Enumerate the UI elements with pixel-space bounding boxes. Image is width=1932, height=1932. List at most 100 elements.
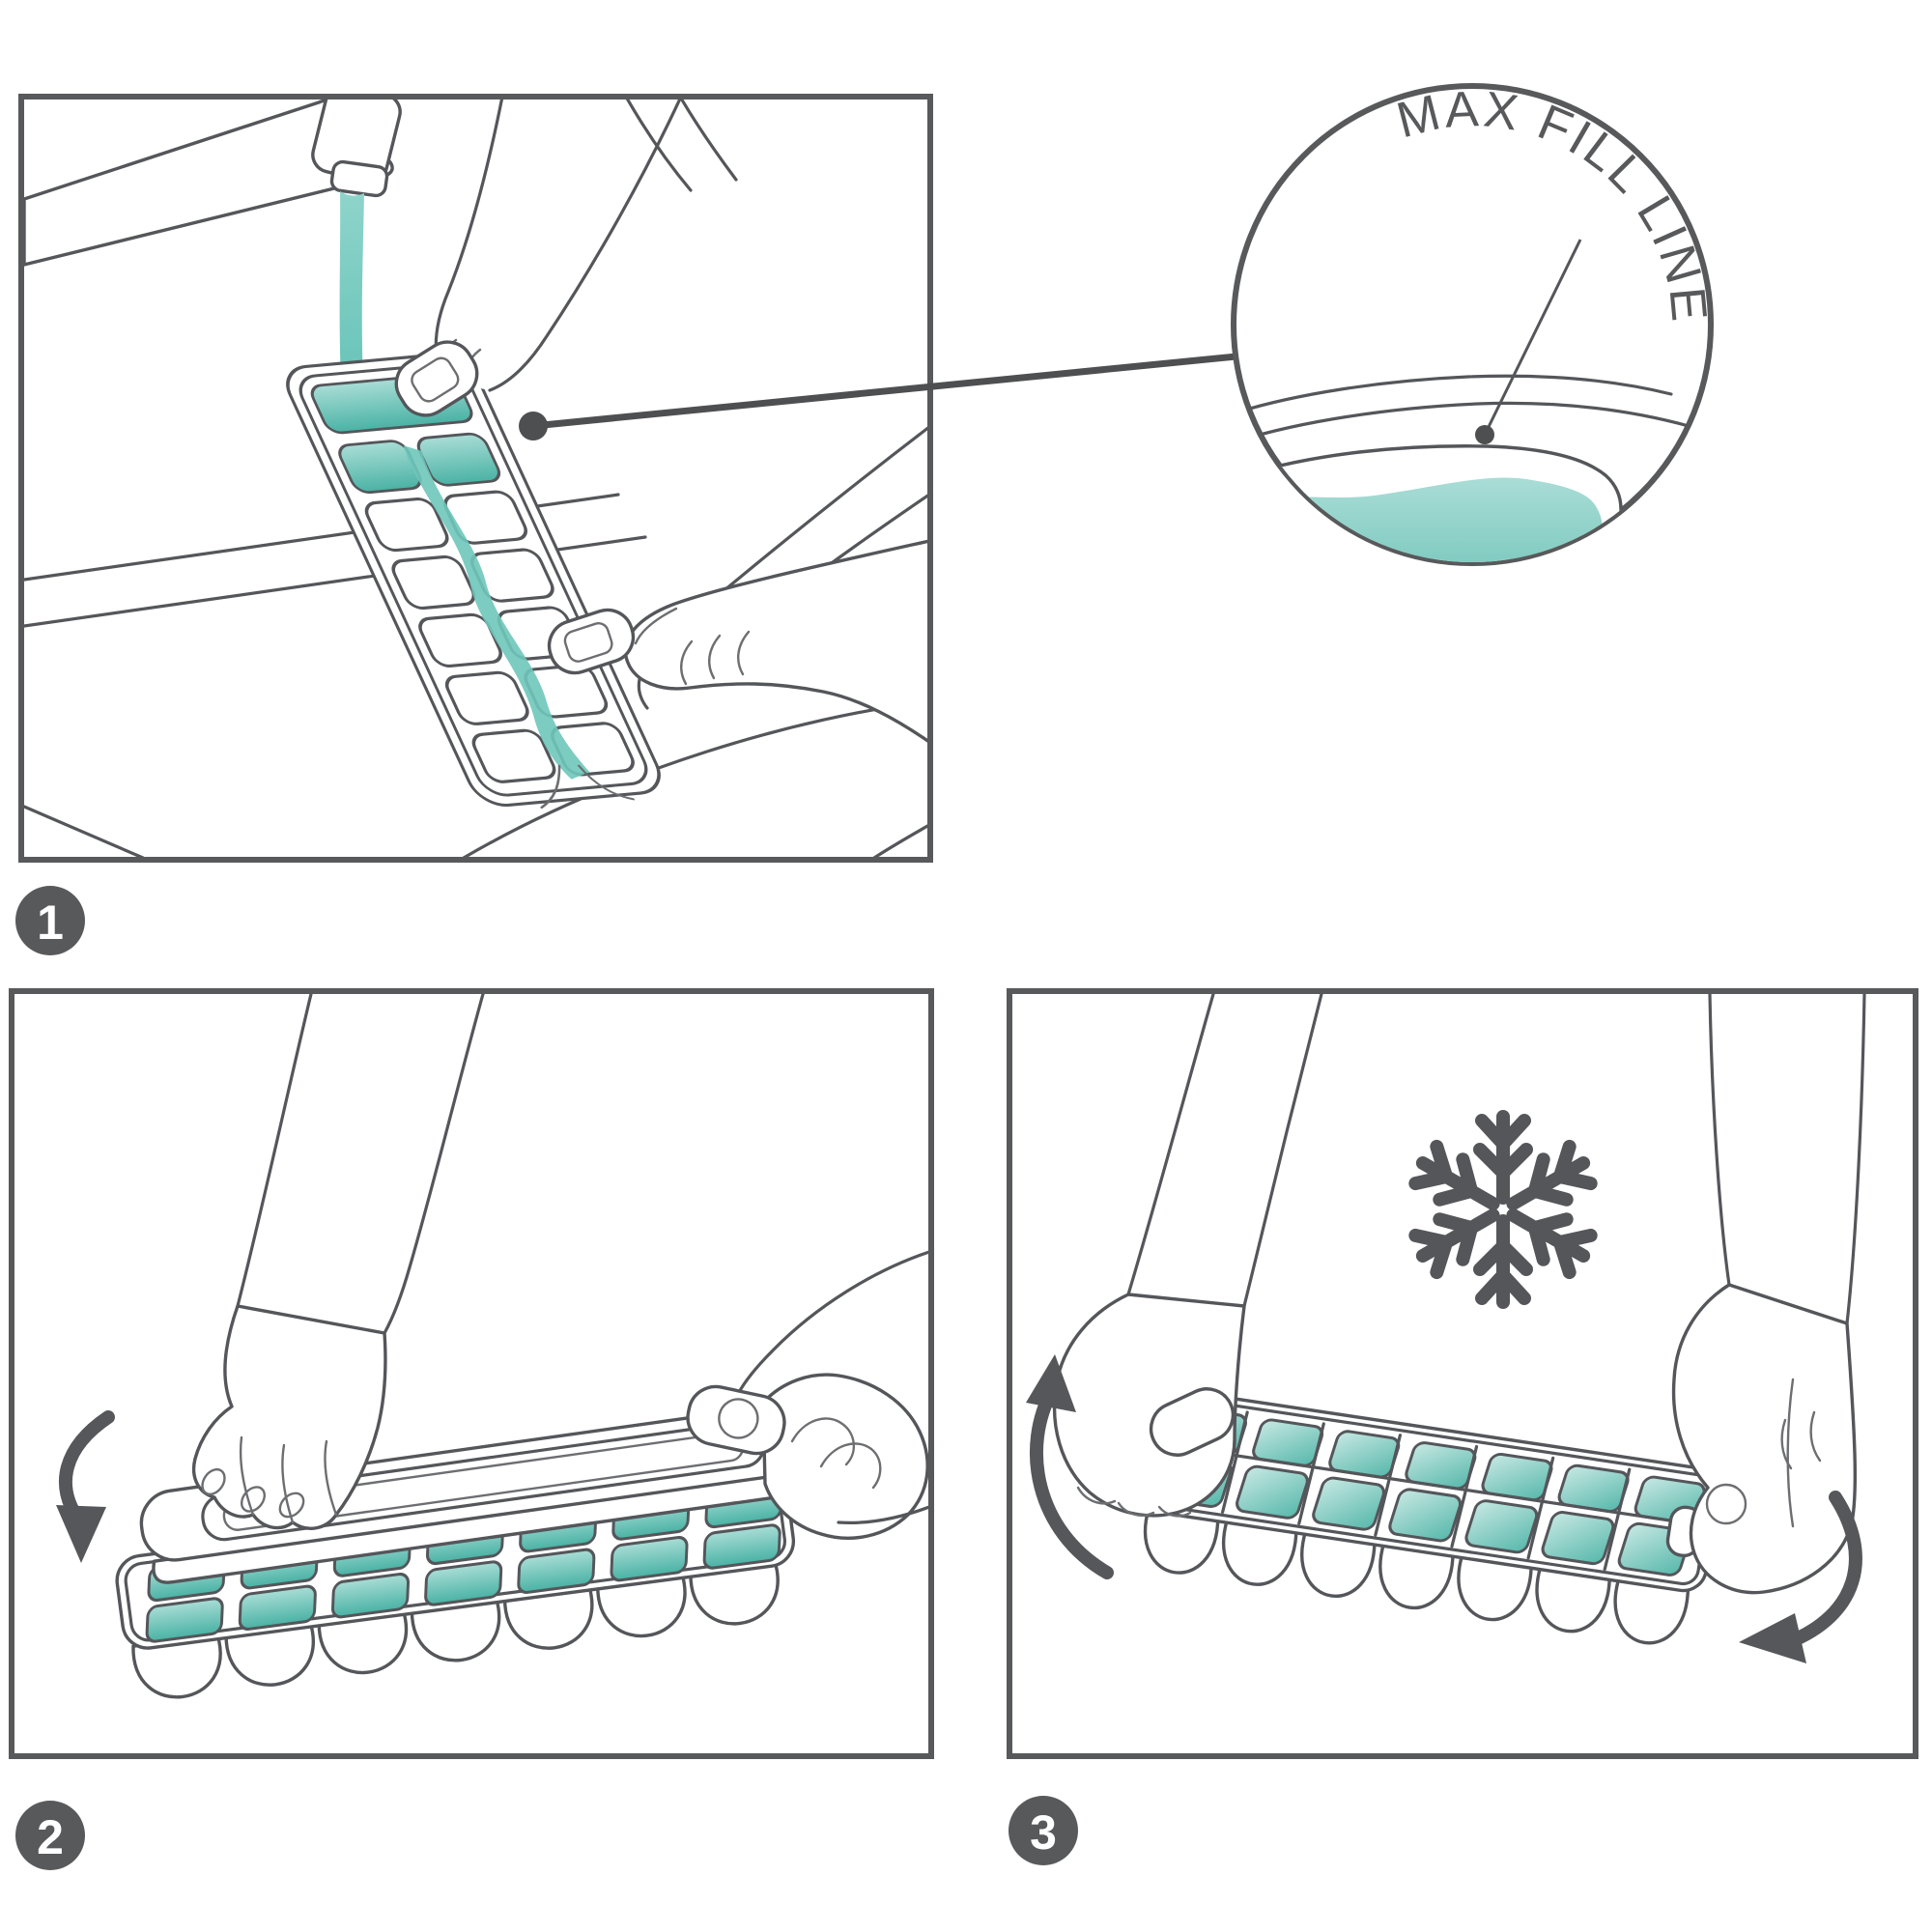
scallop: [1143, 1505, 1220, 1575]
finger-line: [281, 1443, 295, 1524]
curved-arrow-down-head: [1739, 1613, 1806, 1663]
ice-cube-tray: [286, 353, 661, 810]
twist-down-arrow: [1739, 1491, 1862, 1663]
tray-cell-empty: [471, 728, 556, 783]
panel-2-frame: [9, 988, 934, 1759]
finger-nail: [240, 1486, 267, 1513]
thumb-nail: [1705, 1483, 1747, 1525]
thumb-outline: [394, 340, 479, 417]
step-3-number: 3: [1030, 1805, 1057, 1860]
divider-wall: [1546, 591, 1673, 680]
hand-fill: [623, 539, 927, 743]
compartment-wall: [1235, 444, 1623, 562]
finger-crease: [1780, 1418, 1793, 1470]
finger-crease: [680, 639, 694, 686]
scallop: [1378, 1540, 1455, 1610]
forearm-outline: [236, 994, 313, 1308]
thumb: [394, 340, 479, 417]
thumb-nail: [718, 1398, 759, 1439]
finger-crease: [1809, 1410, 1822, 1463]
divider-wall: [1586, 618, 1710, 703]
step-1-number: 1: [37, 895, 64, 950]
scallop: [1300, 1528, 1377, 1599]
ice-cube: [1388, 1488, 1463, 1543]
scallop: [502, 1584, 594, 1650]
scallop: [131, 1633, 222, 1699]
faucet-icon: [24, 99, 402, 267]
water-in-second-compartment: [1565, 634, 1739, 755]
tray-rim: [298, 362, 648, 797]
fill-line-pointer: [1483, 239, 1582, 436]
finger-crease: [708, 634, 722, 680]
thumb: [686, 1384, 786, 1456]
tray-cell-empty: [391, 554, 476, 611]
panel-3-freeze: [1007, 988, 1918, 1759]
tray-rim-edge: [1235, 401, 1690, 444]
water-in-compartment: [1245, 477, 1603, 562]
ice-cube-tray: [1140, 1388, 1719, 1645]
finger-line: [324, 1439, 338, 1517]
scallop: [1221, 1517, 1298, 1586]
tray-grid-lines: [1158, 1410, 1703, 1572]
cell-water: [517, 1548, 596, 1595]
callout-leader-line: [529, 352, 1250, 430]
cell-water: [330, 1573, 411, 1619]
thumb: [1149, 1387, 1236, 1457]
callout-dot: [519, 412, 548, 440]
tray-cell-empty: [364, 497, 449, 553]
panel-3-frame: [1007, 988, 1918, 1759]
sink-basin-rim: [872, 824, 927, 857]
hand-right-gripping: [1671, 994, 1866, 1595]
forearm-fill: [1710, 994, 1864, 1323]
ice-cube: [1236, 1464, 1309, 1520]
scallop: [1457, 1551, 1533, 1622]
scallop: [224, 1621, 315, 1687]
forearm-outline: [488, 99, 682, 392]
thumb-nail: [563, 622, 613, 663]
wrist-crease: [679, 99, 738, 182]
thumb-nail: [411, 356, 460, 403]
step-2-number: 2: [37, 1810, 64, 1864]
wrist-crease: [625, 99, 693, 192]
knuckle: [1076, 1486, 1117, 1505]
palm-fill: [761, 1373, 928, 1540]
panel-1-frame: [18, 94, 933, 863]
finger-crease: [737, 630, 751, 676]
panel-1-fill-tray: [18, 94, 933, 863]
forearm-fill: [238, 994, 483, 1333]
snowflake-icon: [1408, 1110, 1598, 1309]
ice-cube: [1312, 1476, 1386, 1531]
panel-2-attach-lid: [9, 988, 934, 1759]
cell-water: [610, 1536, 689, 1582]
thumb: [547, 608, 636, 675]
finger-nail: [201, 1467, 226, 1496]
curved-arrow-up-head: [1026, 1354, 1076, 1412]
forearm-fill: [1128, 994, 1321, 1306]
step-1-badge-circle: [15, 886, 85, 955]
finger-line: [239, 1435, 255, 1517]
curved-arrow-down-shaft: [1782, 1491, 1862, 1649]
forearm-fill: [776, 1252, 928, 1389]
curled-finger: [790, 1417, 855, 1466]
step-3-badge: 3: [1009, 1796, 1078, 1865]
scallop: [317, 1608, 408, 1675]
ice-cube: [1464, 1499, 1539, 1554]
step-2-badge-circle: [15, 1801, 85, 1870]
knuckle: [1157, 1505, 1192, 1518]
finger-nail: [278, 1492, 305, 1519]
scallop: [596, 1572, 687, 1638]
cascading-water: [403, 445, 590, 780]
finger-line: [634, 607, 678, 645]
water-splash-line: [578, 764, 635, 801]
forearm-outline: [383, 994, 485, 1335]
forearm-outline: [1845, 994, 1866, 1325]
hand-left-on-lid: [192, 994, 485, 1530]
thumb-outline: [1149, 1387, 1236, 1457]
tray-outer-edge: [1235, 374, 1673, 415]
sink-corner-line: [24, 805, 145, 857]
water-splash-line: [540, 764, 561, 810]
cell-water: [702, 1523, 781, 1570]
faucet-nozzle: [329, 159, 389, 198]
